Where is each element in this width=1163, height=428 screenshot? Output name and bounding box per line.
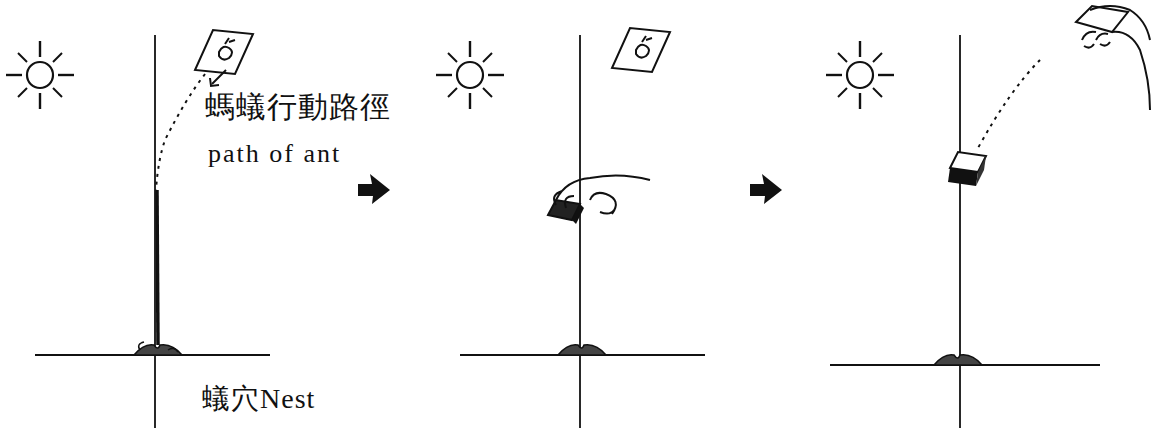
chinese-path-label: 螞蟻行動路徑 — [205, 90, 391, 123]
nest-label: 蟻穴Nest — [202, 384, 315, 415]
english-path-label: path of ant — [208, 140, 341, 169]
